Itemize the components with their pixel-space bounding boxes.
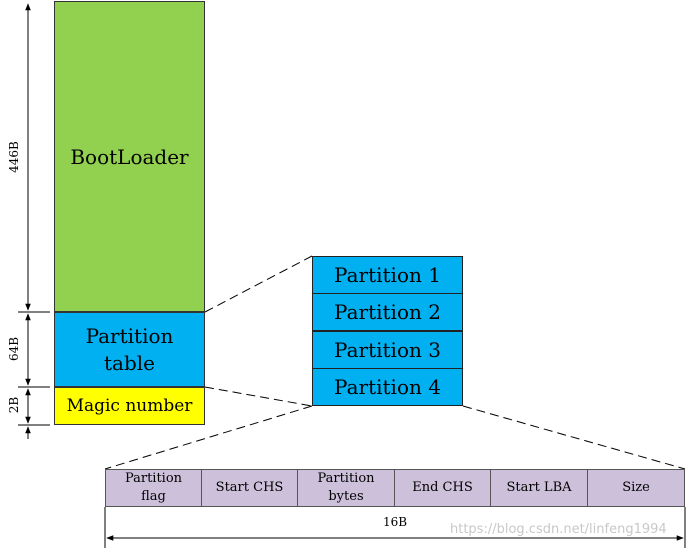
partition-entry-label: Partition 4 <box>334 375 441 399</box>
entry-field-line2: bytes <box>328 489 364 504</box>
entry-field-line1: Size <box>622 480 650 495</box>
partition-entry-4: Partition 4 <box>312 368 463 406</box>
entry-field-line1: Start LBA <box>506 480 572 495</box>
entry-field-line2: flag <box>141 489 166 504</box>
entry-field-line1: End CHS <box>412 480 473 495</box>
partition-entry-label: Partition 3 <box>334 338 441 362</box>
entry-field-size: Size <box>587 469 685 507</box>
partition-table-label-line1: Partition <box>85 323 174 348</box>
magic-number-block: Magic number <box>54 387 205 425</box>
partition-entry-2: Partition 2 <box>312 293 463 331</box>
zoom-line <box>104 405 313 470</box>
bootloader-label: BootLoader <box>70 144 189 169</box>
partition-table-label-line2: table <box>104 350 155 375</box>
bootloader-block: BootLoader <box>54 1 205 312</box>
watermark: https://blog.csdn.net/linfeng1994 <box>450 522 667 537</box>
entry-field-line1: Partition <box>124 471 183 486</box>
entry-field-line1: Start CHS <box>215 480 284 495</box>
size-label-magic: 2B <box>7 396 21 414</box>
partition-entry-label: Partition 1 <box>334 263 441 287</box>
entry-field-start-lba: Start LBA <box>490 469 588 507</box>
size-label-partition-table: 64B <box>7 336 21 362</box>
entry-field-partition-flag: Partition flag <box>105 469 202 507</box>
entry-field-partition-bytes: Partition bytes <box>297 469 395 507</box>
magic-number-label: Magic number <box>66 396 193 416</box>
entry-field-end-chs: End CHS <box>394 469 491 507</box>
zoom-line <box>204 386 313 407</box>
zoom-line <box>462 405 686 470</box>
partition-entry-1: Partition 1 <box>312 256 463 294</box>
zoom-line <box>204 255 313 313</box>
partition-entry-3: Partition 3 <box>312 331 463 369</box>
partition-entry-label: Partition 2 <box>334 300 441 324</box>
partition-table-block: Partition table <box>54 312 205 387</box>
size-label-entry: 16B <box>382 515 408 529</box>
size-label-bootloader: 446B <box>7 141 21 173</box>
entry-field-line1: Partition <box>317 471 375 486</box>
entry-field-start-chs: Start CHS <box>201 469 298 507</box>
